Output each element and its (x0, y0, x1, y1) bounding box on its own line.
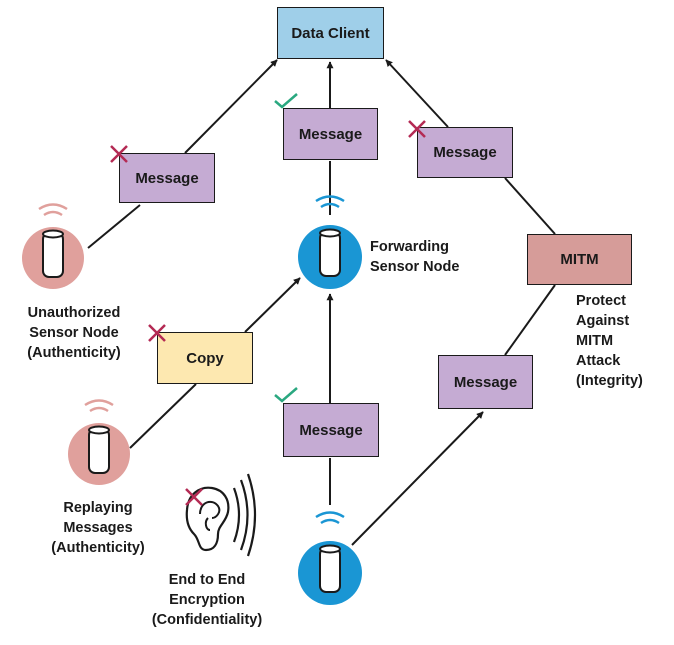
link-replaying-to-copy (129, 383, 197, 449)
mitm-protect-label: Protect Against MITM Attack (Integrity) (576, 291, 643, 391)
label-line: Protect (576, 293, 626, 309)
data-client-box: Data Client (277, 7, 384, 59)
unauthorized-node-label: Unauthorized Sensor Node (Authenticity) (6, 303, 142, 363)
check-icon (274, 387, 298, 403)
encryption-label: End to End Encryption (Confidentiality) (136, 570, 278, 630)
link-source-to-message-right (351, 411, 484, 546)
source-node-icon (298, 511, 362, 605)
cross-icon (148, 324, 166, 342)
label-line: Encryption (169, 592, 245, 608)
message-box-center-top: Message (283, 108, 378, 160)
link-unauthorized-to-message (87, 204, 141, 249)
mitm-box: MITM (527, 234, 632, 285)
label-line: Forwarding (370, 239, 449, 255)
cross-icon (185, 488, 203, 506)
label-line: Against (576, 313, 630, 329)
cross-icon (110, 145, 128, 163)
label-line: (Authenticity) (51, 540, 145, 556)
link-copy-to-forwarding (244, 277, 301, 333)
label-line: Sensor Node (29, 325, 119, 341)
label-line: Attack (576, 353, 621, 369)
label-line: (Integrity) (576, 373, 643, 389)
label-line: Messages (63, 520, 133, 536)
link-message-to-mitm (504, 284, 556, 356)
link-message-to-data-client-left (184, 59, 278, 154)
cross-icon (408, 120, 426, 138)
forwarding-node-icon (298, 195, 362, 289)
label-line: End to End (168, 572, 246, 588)
replaying-node-icon (68, 399, 130, 485)
message-box-left: Message (119, 153, 215, 203)
label-line: Sensor Node (370, 259, 460, 275)
replaying-label: Replaying Messages (Authenticity) (30, 498, 166, 558)
message-box-center-bottom: Message (283, 403, 379, 457)
forwarding-node-label: Forwarding Sensor Node (370, 237, 459, 277)
message-box-right-bottom: Message (438, 355, 533, 409)
check-icon (274, 93, 298, 109)
label-line: Unauthorized (27, 305, 121, 321)
label-line: (Confidentiality) (151, 612, 263, 628)
label-line: Replaying (63, 500, 133, 516)
copy-box: Copy (157, 332, 253, 384)
link-mitm-to-message (504, 177, 556, 235)
message-box-right-top: Message (417, 127, 513, 178)
ear-icon (185, 473, 257, 557)
label-line: MITM (576, 333, 614, 349)
link-message-to-data-client-right (385, 59, 449, 128)
unauthorized-node-icon (22, 203, 84, 289)
label-line: (Authenticity) (27, 345, 121, 361)
